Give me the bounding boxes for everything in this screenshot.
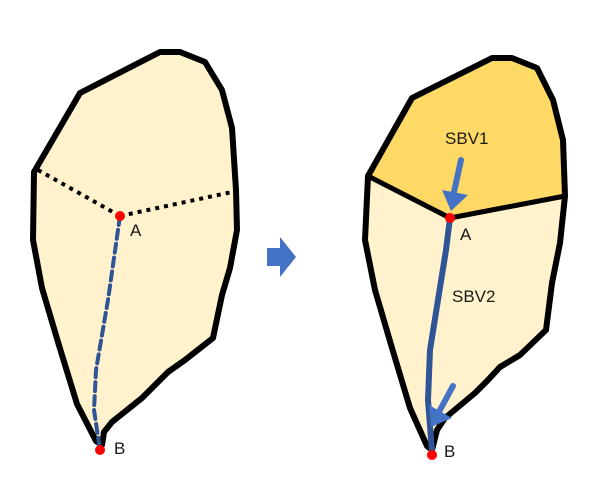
down-arrow-icon — [429, 383, 456, 427]
right-point-a-marker — [445, 213, 455, 223]
lower-subbasin-label: SBV2 — [452, 287, 495, 306]
left-dotted-divide-west — [37, 168, 121, 218]
left-dotted-divide-east — [119, 190, 233, 218]
left-point-a-marker — [115, 211, 125, 221]
right-point-a-label: A — [460, 225, 472, 244]
left-basin-outline — [30, 49, 240, 448]
right-basin-outline — [362, 55, 568, 453]
left-point-b-label: B — [114, 439, 125, 458]
right-arrow-icon — [267, 237, 296, 277]
left-point-a-label: A — [130, 221, 142, 240]
upper-subbasin-label: SBV1 — [445, 129, 488, 148]
right-point-b-label: B — [444, 442, 455, 461]
right-point-b-marker — [427, 450, 437, 460]
right-flow-path — [425, 215, 453, 455]
left-basin-diagram: A B — [30, 49, 240, 458]
down-arrow-icon — [442, 157, 468, 211]
right-basin-diagram: SBV1 SBV2 A B — [362, 55, 568, 461]
lower-subbasin-sbv2 — [365, 176, 565, 450]
left-dashed-flow-path — [91, 214, 122, 452]
left-point-b-marker — [95, 445, 105, 455]
